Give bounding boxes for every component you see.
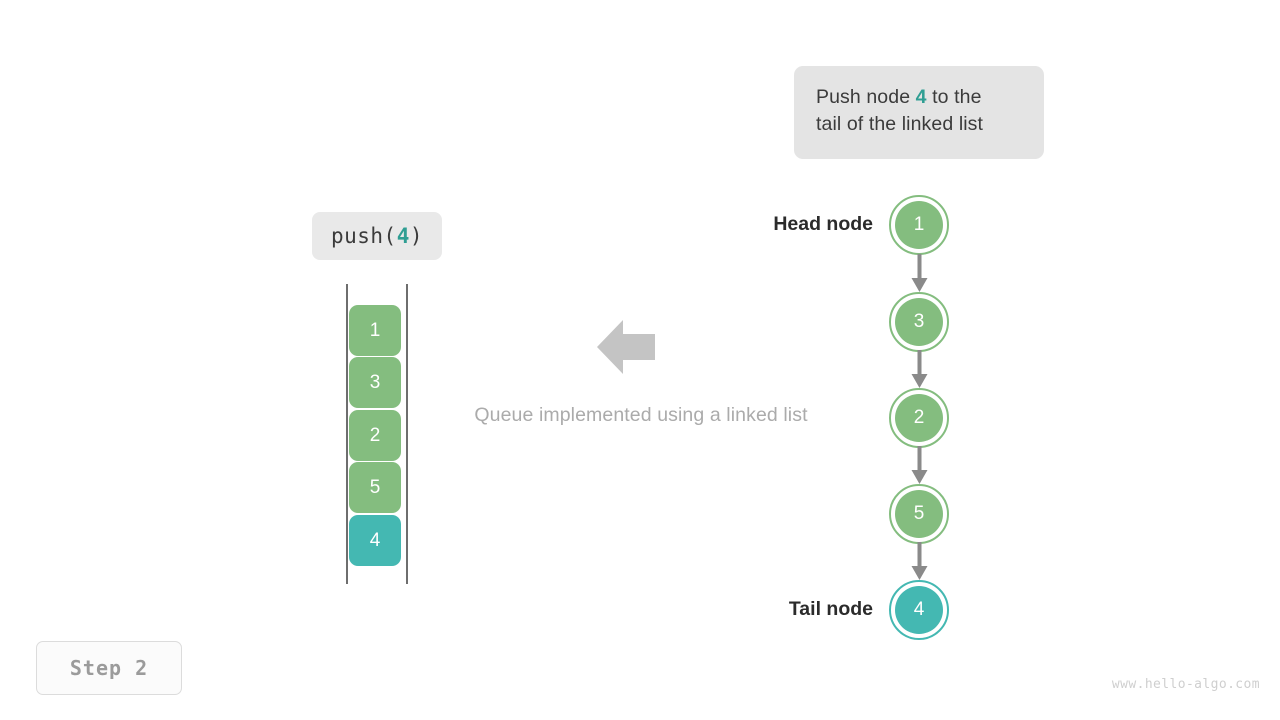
caption-box: Push node 4 to the tail of the linked li… xyxy=(794,66,1044,159)
list-node: 3 xyxy=(889,292,949,352)
caption-line-2: tail of the linked list xyxy=(816,113,984,135)
head-node-label: Head node xyxy=(773,213,873,235)
list-node-value: 4 xyxy=(895,586,943,634)
queue-box: 4 xyxy=(349,515,401,566)
caption-text: Push node 4 to the tail of the linked li… xyxy=(816,84,1022,138)
queue-box-value: 1 xyxy=(369,319,381,341)
caption-highlight-value: 4 xyxy=(915,86,927,108)
queue-box: 2 xyxy=(349,410,401,461)
link-arrow-icon xyxy=(911,254,928,292)
list-node-value: 3 xyxy=(895,298,943,346)
queue-rail-right xyxy=(406,284,408,584)
link-arrow-icon xyxy=(911,542,928,580)
operation-suffix: ) xyxy=(409,224,424,248)
step-badge: Step 2 xyxy=(36,641,182,695)
queue-box: 3 xyxy=(349,357,401,408)
list-node: 1 xyxy=(889,195,949,255)
list-node: 2 xyxy=(889,388,949,448)
queue-box-value: 2 xyxy=(369,424,381,446)
operation-argument: 4 xyxy=(396,224,410,248)
queue-box-value: 4 xyxy=(369,529,381,551)
left-arrow-icon xyxy=(597,320,655,374)
list-node: 5 xyxy=(889,484,949,544)
operation-prefix: push( xyxy=(330,224,397,248)
list-node-value: 2 xyxy=(895,394,943,442)
tail-node-label: Tail node xyxy=(788,598,873,620)
link-arrow-icon xyxy=(911,350,928,388)
middle-caption: Queue implemented using a linked list xyxy=(474,404,808,426)
operation-text: push(4) xyxy=(331,224,423,248)
queue-box: 5 xyxy=(349,462,401,513)
caption-prefix: Push node xyxy=(816,86,916,108)
operation-pill: push(4) xyxy=(312,212,442,260)
list-node: 4 xyxy=(889,580,949,640)
link-arrow-icon xyxy=(911,446,928,484)
queue-box-value: 5 xyxy=(369,476,381,498)
queue-box-value: 3 xyxy=(369,371,381,393)
step-badge-label: Step 2 xyxy=(69,656,149,680)
queue-rail-left xyxy=(346,284,348,584)
caption-suffix: to the xyxy=(926,86,982,108)
list-node-value: 1 xyxy=(895,201,943,249)
list-node-value: 5 xyxy=(895,490,943,538)
queue-box: 1 xyxy=(349,305,401,356)
watermark: www.hello-algo.com xyxy=(1111,677,1260,692)
